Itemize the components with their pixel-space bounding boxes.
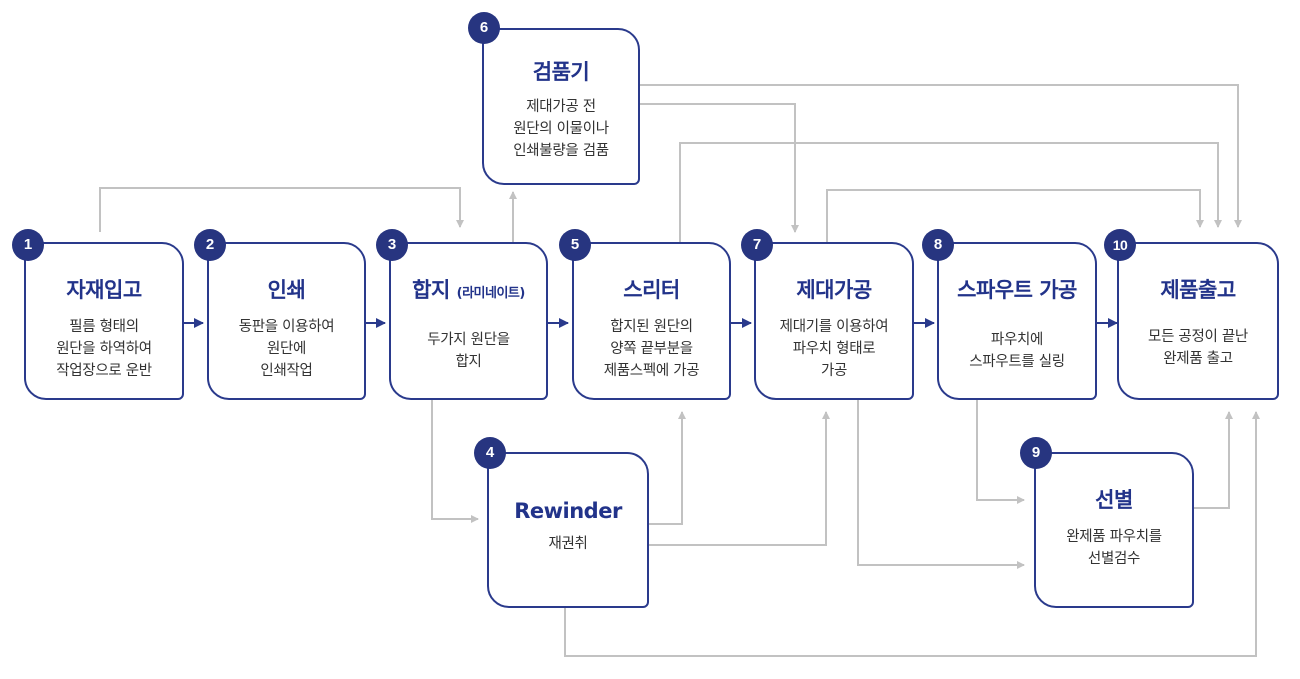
connector-7-to-9 (857, 400, 1025, 569)
step-number-badge: 3 (376, 229, 408, 261)
step-title: 검품기 (532, 60, 590, 84)
step-title: 선별 (1095, 488, 1133, 512)
step-box-receiving: 자재입고 필름 형태의 원단을 하역하여 작업장으로 운반 (24, 242, 184, 400)
step-number-badge: 10 (1104, 229, 1136, 261)
step-description: 제대기를 이용하여 파우치 형태로 가공 (779, 319, 889, 379)
step-description: 파우치에 스파우트를 실링 (969, 332, 1065, 370)
step-title: 인쇄 (267, 278, 306, 302)
connector-1-to-3 (99, 187, 464, 232)
connector-4-to-7 (649, 411, 830, 546)
step-title: 제대가공 (796, 278, 872, 302)
step-box-shipping: 제품출고 모든 공정이 끝난 완제품 출고 (1117, 242, 1279, 400)
step-box-sorting: 선별 완제품 파우치를 선별검수 (1034, 452, 1194, 608)
step-box-slitter: 스리터 합지된 원단의 양쪽 끝부분을 제품스펙에 가공 (572, 242, 731, 400)
step-number-badge: 2 (194, 229, 226, 261)
step-box-bag-making: 제대가공 제대기를 이용하여 파우치 형태로 가공 (754, 242, 914, 400)
step-description: 두가지 원단을 합지 (427, 332, 510, 370)
connector-9-to-10 (1194, 411, 1233, 509)
connector-5-to-10 (679, 142, 1222, 242)
step-title: 제품출고 (1160, 278, 1236, 302)
step-number-badge: 6 (468, 12, 500, 44)
connector-3-to-4 (431, 400, 479, 523)
step-number-badge: 5 (559, 229, 591, 261)
step-title: 스리터 (623, 278, 680, 302)
step-box-spout: 스파우트 가공 파우치에 스파우트를 실링 (937, 242, 1097, 400)
step-title-sub: (라미네이트) (456, 286, 526, 301)
step-title: 자재입고 (66, 278, 142, 302)
connector-4-to-10-bottom (564, 411, 1260, 657)
step-title: 합지 (라미네이트) (391, 274, 546, 304)
connector-6-to-7 (640, 103, 799, 233)
connector-8-to-9 (976, 400, 1025, 504)
step-number-badge: 4 (474, 437, 506, 469)
step-description: 재권취 (548, 536, 588, 552)
connector-6-to-10-top (640, 84, 1242, 228)
step-description: 필름 형태의 원단을 하역하여 작업장으로 운반 (56, 319, 152, 379)
step-title: 스파우트 가공 (957, 278, 1077, 302)
step-description: 제대가공 전 원단의 이물이나 인쇄불량을 검품 (513, 99, 609, 159)
step-number-badge: 9 (1020, 437, 1052, 469)
connector-4-to-5 (649, 411, 686, 525)
step-title: Rewinder (514, 499, 622, 523)
step-box-lamination: 합지 (라미네이트) 두가지 원단을 합지 (389, 242, 548, 400)
step-description: 합지된 원단의 양쪽 끝부분을 제품스펙에 가공 (603, 319, 700, 379)
step-box-printing: 인쇄 동판을 이용하여 원단에 인쇄작업 (207, 242, 366, 400)
step-number-badge: 7 (741, 229, 773, 261)
step-description: 모든 공정이 끝난 완제품 출고 (1148, 329, 1248, 367)
connector-7-to-10 (826, 189, 1204, 242)
step-description: 동판을 이용하여 원단에 인쇄작업 (238, 319, 335, 379)
step-box-rewinder: Rewinder 재권취 (487, 452, 649, 608)
step-number-badge: 8 (922, 229, 954, 261)
step-number-badge: 1 (12, 229, 44, 261)
step-title-main: 합지 (412, 278, 450, 302)
step-box-inspection: 검품기 제대가공 전 원단의 이물이나 인쇄불량을 검품 (482, 28, 640, 185)
step-description: 완제품 파우치를 선별검수 (1066, 529, 1162, 567)
